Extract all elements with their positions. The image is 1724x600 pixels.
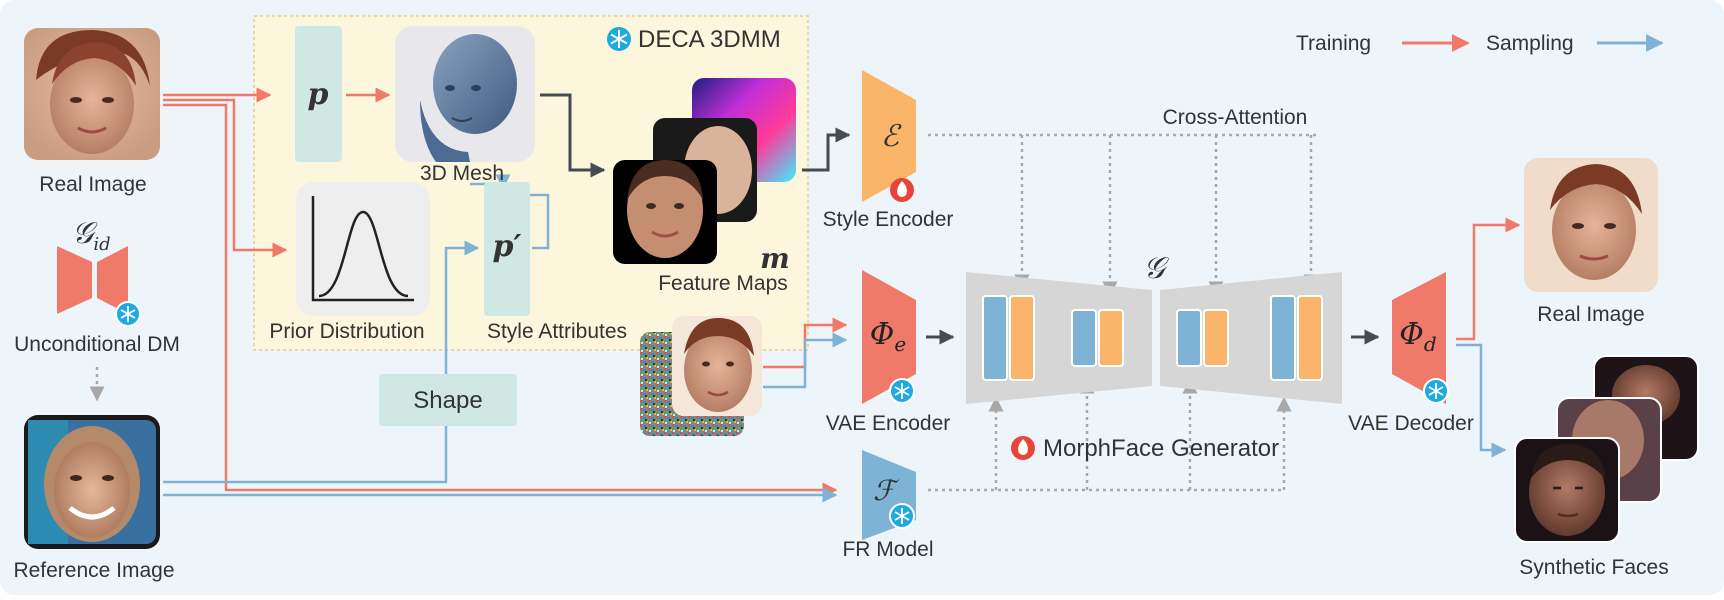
legend-sampling-label: Sampling	[1486, 32, 1574, 55]
generator-block-blue-2	[1071, 309, 1097, 367]
generator-block-orange-3	[1203, 309, 1229, 367]
synthetic-faces-stack	[1514, 355, 1699, 543]
generator-block-blue-4	[1270, 295, 1296, 381]
generator-block-blue-3	[1176, 309, 1202, 367]
edge-feature-maps-to-style-encoder	[802, 127, 851, 172]
edge-real-to-fr	[163, 103, 838, 498]
edge-mesh-to-feature-maps	[540, 93, 606, 178]
real-image-input	[24, 28, 160, 160]
feature-maps-stack	[613, 78, 796, 264]
unconditional-dm-icon	[57, 246, 141, 327]
vae-decoder-symbol-main: Φ	[1399, 317, 1424, 352]
vae-decoder-block	[1392, 272, 1446, 404]
real-image-output	[1524, 158, 1658, 292]
deca-title: DECA 3DMM	[638, 26, 781, 53]
style-encoder-label: Style Encoder	[823, 208, 954, 231]
reference-image-label: Reference Image	[13, 559, 174, 582]
generator-block-orange-1	[1009, 295, 1035, 381]
vae-decoder-symbol-sub: d	[1424, 332, 1437, 356]
feature-maps-label: Feature Maps	[658, 272, 788, 295]
real-image-input-label: Real Image	[39, 173, 146, 196]
real-image-output-label: Real Image	[1537, 303, 1644, 326]
fr-model-label: FR Model	[842, 538, 933, 561]
vae-encoder-symbol: Φe	[870, 317, 906, 356]
edge-real-to-prior	[163, 98, 288, 258]
gid-symbol-sub: id	[93, 234, 110, 255]
snowflake-icon	[889, 378, 915, 404]
prior-distribution-label: Prior Distribution	[269, 320, 424, 343]
generator-right-half	[1160, 272, 1342, 404]
legend-training-label: Training	[1296, 32, 1371, 55]
style-encoder-block	[862, 70, 916, 202]
snowflake-icon	[889, 503, 915, 529]
shape-label: Shape	[413, 387, 482, 414]
edge-ref-to-style	[163, 240, 480, 484]
vae-encoder-symbol-sub: e	[894, 332, 906, 356]
synthetic-faces-label: Synthetic Faces	[1519, 556, 1668, 579]
vae-encoder-block	[862, 270, 916, 404]
generator-block-orange-4	[1297, 295, 1323, 381]
p-block	[295, 26, 342, 162]
edge-noise-to-vae-encoder	[763, 332, 848, 389]
edge-style-loop	[530, 193, 550, 250]
snowflake-icon	[607, 27, 631, 51]
m-symbol: m	[760, 242, 790, 275]
3d-mesh-image	[395, 26, 535, 162]
p-prime-block	[484, 182, 530, 316]
vae-encoder-label: VAE Encoder	[826, 412, 951, 435]
vae-encoder-symbol-main: Φ	[870, 317, 895, 352]
fire-icon	[890, 178, 914, 202]
noisy-latent-image	[640, 316, 762, 436]
3d-mesh-label: 3D Mesh	[420, 162, 504, 185]
edge-decoder-to-real	[1456, 217, 1521, 341]
shape-box	[379, 374, 517, 426]
vae-decoder-symbol: Φd	[1399, 317, 1436, 356]
generator-label: MorphFace Generator	[1043, 435, 1279, 462]
style-encoder-symbol: ℰ	[881, 119, 902, 154]
snowflake-icon	[1423, 378, 1449, 404]
generator-block-orange-2	[1098, 309, 1124, 367]
p-prime-symbol: p′	[493, 229, 522, 264]
cross-attention-label: Cross-Attention	[1163, 106, 1308, 129]
unconditional-dm-label: Unconditional DM	[14, 333, 180, 356]
vae-decoder-label: VAE Decoder	[1348, 412, 1474, 435]
prior-distribution-plot	[296, 182, 430, 316]
edge-decoder-to-synthetic	[1456, 343, 1507, 458]
generator-block-blue-1	[982, 295, 1008, 381]
p-symbol: p	[308, 77, 329, 112]
fire-icon	[1011, 436, 1035, 460]
style-attributes-label: Style Attributes	[487, 320, 627, 343]
reference-image	[24, 415, 160, 549]
